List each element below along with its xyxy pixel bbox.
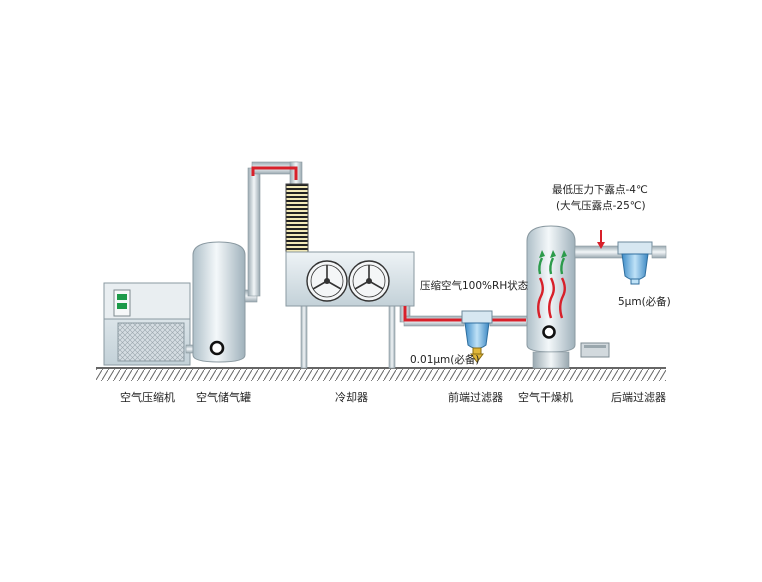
label-pre-filter: 前端过滤器	[448, 391, 503, 404]
label-tank: 空气储气罐	[196, 391, 251, 404]
label-cooler: 冷却器	[335, 391, 368, 404]
cooler-fan-2	[348, 260, 390, 302]
air-dryer	[526, 225, 624, 369]
label-post-filter: 后端过滤器	[611, 391, 666, 404]
post-filter	[617, 241, 667, 285]
label-dryer: 空气干燥机	[518, 391, 573, 404]
compressed-air-state-label: 压缩空气100%RH状态	[420, 280, 529, 292]
pre-filter	[461, 310, 493, 363]
cooler	[285, 183, 415, 369]
dewpoint-label-line2: (大气压露点-25℃)	[556, 200, 646, 212]
cooler-outlet-pipe	[399, 305, 529, 327]
dewpoint-label-line1: 最低压力下露点-4℃	[552, 184, 648, 196]
air-compressor	[103, 282, 199, 366]
riser-pipe	[244, 161, 303, 303]
dryer-heat-arrows	[537, 257, 566, 319]
ground	[96, 367, 666, 381]
post-filter-rating-label: 5μm(必备)	[618, 296, 671, 308]
pre-filter-rating-label: 0.01μm(必备)	[410, 354, 480, 366]
label-compressor: 空气压缩机	[120, 391, 175, 404]
cooler-fan-1	[306, 260, 348, 302]
air-storage-tank	[192, 241, 246, 363]
